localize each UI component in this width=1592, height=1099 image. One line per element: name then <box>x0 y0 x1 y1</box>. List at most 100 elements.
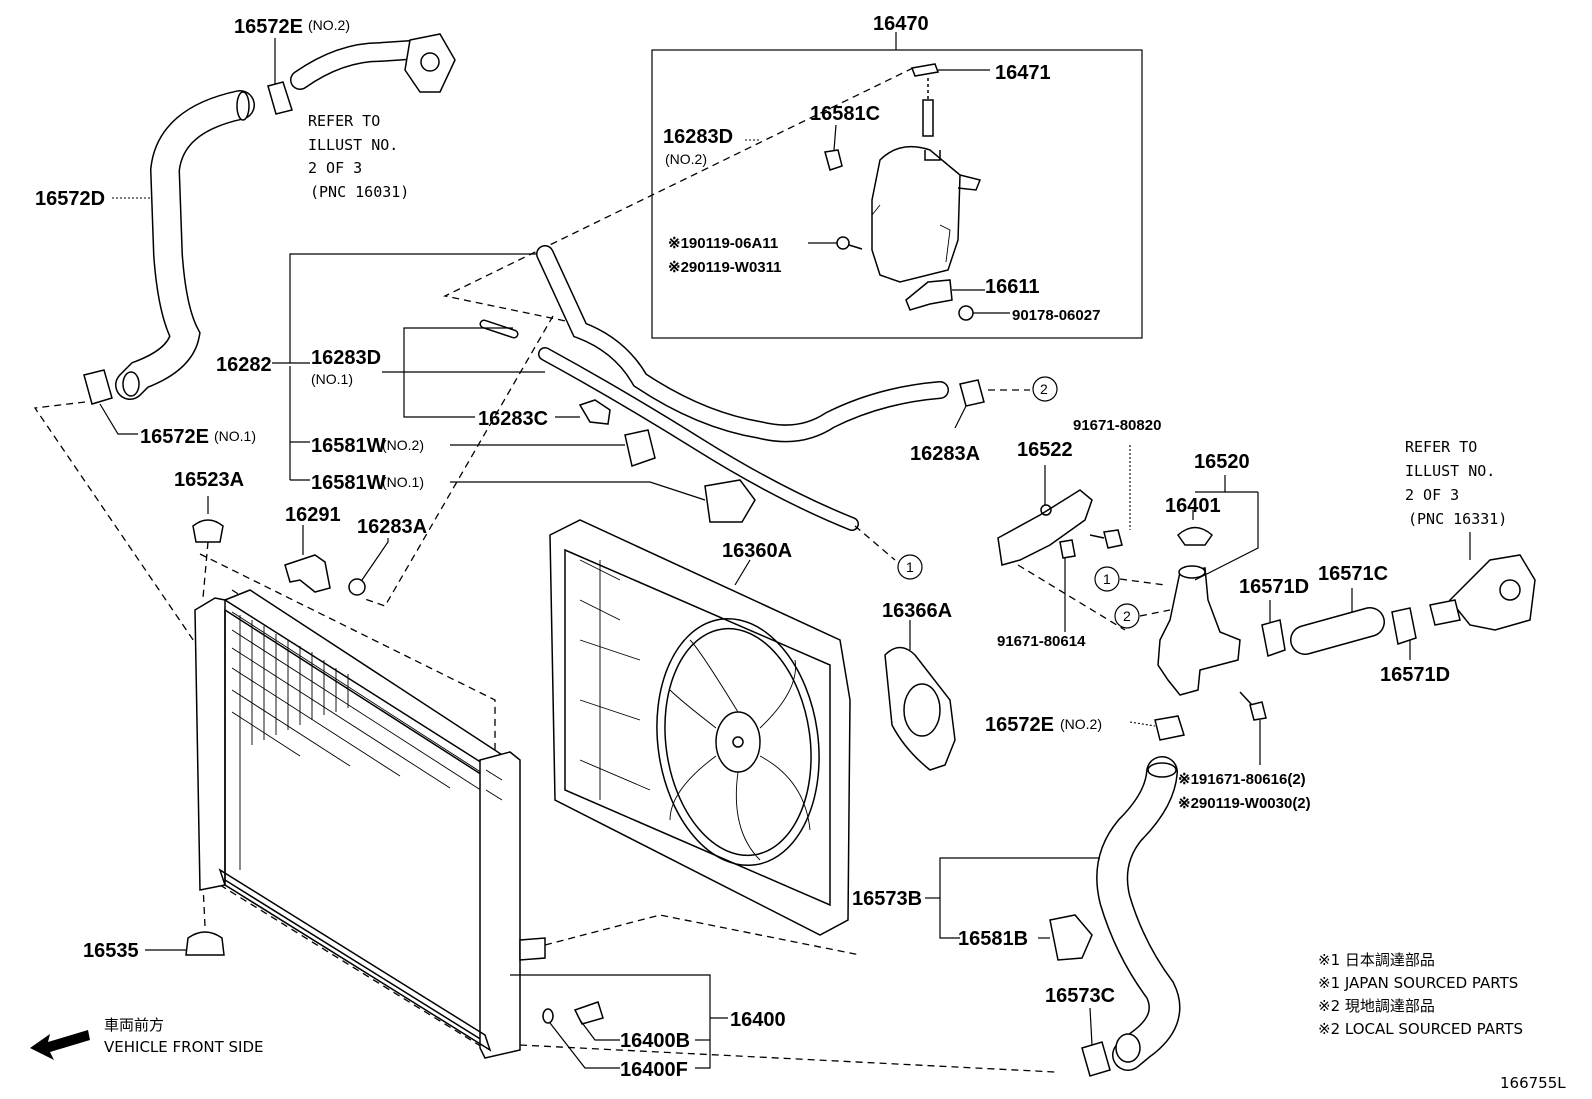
label-90119-06a11: ※190119-06A11 <box>668 235 778 252</box>
label-16571d-a: 16571D <box>1239 576 1309 598</box>
label-16571c: 16571C <box>1318 563 1388 585</box>
clamp-16573c <box>1081 1041 1111 1077</box>
legend: ※1 日本調達部品 ※1 JAPAN SOURCED PARTS ※2 現地調達… <box>1318 951 1523 1038</box>
label-16283d-no1-sub: (NO.1) <box>311 371 353 387</box>
diagram-code: 166755L <box>1500 1074 1566 1092</box>
label-16291: 16291 <box>285 504 341 526</box>
circle-label-1a: 1 <box>906 559 914 575</box>
circle-label-2a: 2 <box>1040 381 1048 397</box>
label-16572e-mid-sub: (NO.2) <box>1060 716 1102 732</box>
radiator-cap-16401 <box>1177 526 1213 546</box>
reservoir-cap <box>910 63 940 77</box>
circle-label-1b: 1 <box>1103 571 1111 587</box>
refer-left-3: 2 OF 3 <box>308 159 362 177</box>
nut-90178 <box>958 305 974 321</box>
label-16581b: 16581B <box>958 928 1028 950</box>
label-16366a: 16366A <box>882 600 952 622</box>
direction-note: 車両前方 VEHICLE FRONT SIDE <box>104 1016 264 1056</box>
legend-line-3: ※2 現地調達部品 <box>1318 997 1435 1015</box>
label-91671-80614: 91671-80614 <box>997 633 1086 650</box>
label-16520: 16520 <box>1194 451 1250 473</box>
label-16572e-no1: 16572E <box>140 426 209 448</box>
label-16283d-no2: 16283D <box>663 126 733 148</box>
clamp-16283a-left <box>348 578 366 596</box>
label-16400f: 16400F <box>620 1059 688 1081</box>
o-ring-16400f <box>542 1008 554 1024</box>
label-16572e-top: 16572E <box>234 16 303 38</box>
label-16400: 16400 <box>730 1009 786 1031</box>
bracket-16522 <box>997 489 1093 566</box>
clamp-16571d-b <box>1391 607 1417 645</box>
mount-16523a <box>192 519 224 543</box>
reservoir-bracket <box>905 279 953 311</box>
refer-right-1: REFER TO <box>1405 438 1477 456</box>
radiator-assembly <box>194 553 1056 1073</box>
label-16572d: 16572D <box>35 188 105 210</box>
label-16283c: 16283C <box>478 408 548 430</box>
label-16523a: 16523A <box>174 469 244 491</box>
clamp-16283a-right <box>959 379 985 407</box>
label-16572e-top-sub: (NO.2) <box>308 17 350 33</box>
upper-radiator-hose <box>33 33 456 651</box>
direction-jp: 車両前方 <box>104 1016 164 1034</box>
reservoir-group <box>443 32 1143 339</box>
reservoir-tank <box>871 145 961 283</box>
legend-line-2: ※1 JAPAN SOURCED PARTS <box>1318 974 1518 992</box>
label-16283d-no1: 16283D <box>311 347 381 369</box>
refer-right-4: (PNC 16331) <box>1408 510 1507 528</box>
reservoir-group-box <box>651 49 1143 339</box>
label-16581w-no2-sub: (NO.2) <box>382 437 424 453</box>
fitting-16291 <box>284 554 331 593</box>
label-16401: 16401 <box>1165 495 1221 517</box>
water-inlet-housing <box>1157 567 1241 696</box>
label-16573b: 16573B <box>852 888 922 910</box>
label-90178-06027: 90178-06027 <box>1012 307 1100 324</box>
clamp-16581b <box>1049 914 1093 961</box>
label-16470: 16470 <box>873 13 929 35</box>
clamp-16572e-top <box>267 81 293 115</box>
clamp-16572e-no1 <box>83 369 113 405</box>
left-small-parts <box>145 496 389 956</box>
direction-en: VEHICLE FRONT SIDE <box>104 1038 264 1056</box>
label-16572e-mid: 16572E <box>985 714 1054 736</box>
arrow-left-icon <box>30 1030 90 1060</box>
label-16572e-no1-sub: (NO.1) <box>214 428 256 444</box>
clamp-16571d-a <box>1261 619 1286 657</box>
label-16611: 16611 <box>985 276 1040 298</box>
refer-right-2: ILLUST NO. <box>1405 462 1495 480</box>
label-16581c: 16581C <box>810 103 880 125</box>
mount-16535 <box>185 931 225 956</box>
bolt-91671-80820 <box>1103 529 1123 549</box>
fan-shroud-assembly <box>549 519 851 936</box>
bolt-91671-80614 <box>1059 539 1076 559</box>
part-number-labels: 16470 16471 16283D (NO.2) 16581C ※190119… <box>35 13 1507 1081</box>
gasket-16366a <box>884 620 956 771</box>
label-16522: 16522 <box>1017 439 1073 461</box>
legend-line-4: ※2 LOCAL SOURCED PARTS <box>1318 1020 1523 1038</box>
label-90119-w0030: ※290119-W0030(2) <box>1178 795 1311 812</box>
label-16581w-no2: 16581W <box>311 435 386 457</box>
legend-line-1: ※1 日本調達部品 <box>1318 951 1435 969</box>
refer-right-3: 2 OF 3 <box>1405 486 1459 504</box>
lower-radiator-hose <box>925 756 1181 1077</box>
water-outlet-16331 <box>1448 554 1536 631</box>
drain-cock-16400b <box>573 1001 604 1025</box>
label-16360a: 16360A <box>722 540 792 562</box>
water-inlet-group <box>997 445 1536 765</box>
clip-16283c <box>578 399 611 425</box>
clip-16581w-no2 <box>624 429 656 467</box>
label-16581w-no1-sub: (NO.1) <box>382 474 424 490</box>
circle-label-2b: 2 <box>1123 608 1131 624</box>
radiator-left-tank <box>194 597 226 891</box>
clip-16581c <box>824 149 843 171</box>
bolt-90119 <box>836 236 850 250</box>
label-16581w-no1: 16581W <box>311 472 386 494</box>
label-90119-w0311: ※290119-W0311 <box>668 259 782 276</box>
label-16283d-no2-sub: (NO.2) <box>665 151 707 167</box>
label-16283a-left: 16283A <box>357 516 427 538</box>
label-16282: 16282 <box>216 354 272 376</box>
label-16400b: 16400B <box>620 1030 690 1052</box>
label-16471: 16471 <box>995 62 1051 84</box>
